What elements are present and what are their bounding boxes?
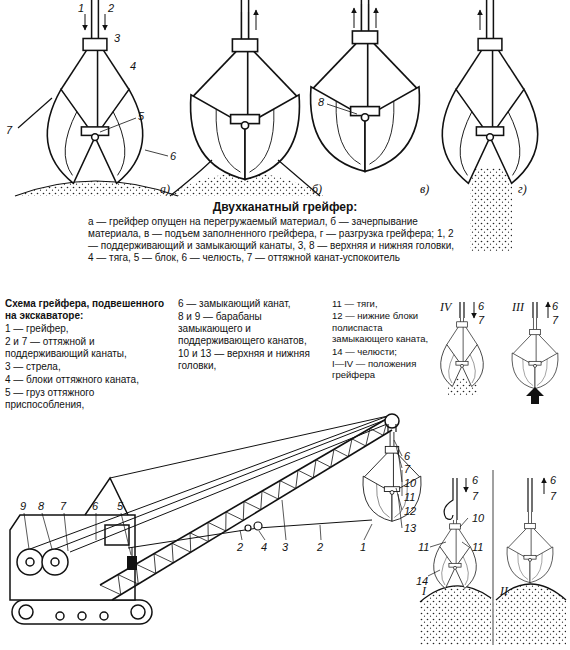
callout-number: 6 [404,450,410,462]
position-label: а) [160,182,170,197]
callout-number: 7 [6,124,12,136]
callout-number: 5 [117,500,123,512]
callout-number: 1 [360,541,366,553]
callout-number: 7 [552,314,558,326]
callout-number: 2 [237,541,243,553]
callout-number: 10 [404,477,416,489]
position-label: г) [518,182,527,197]
callout-number: 6 [92,500,98,512]
callout-number: 9 [20,500,26,512]
legend-item: 3 — стрела, [5,361,173,373]
legend-item: 14 — челюсти; [332,346,436,357]
callout-number: 7 [60,500,66,512]
legend-item: 2 и 7 — оттяжной и поддерживающий канаты… [5,336,173,360]
callout-number: 3 [114,32,120,44]
callout-number: 3 [282,541,288,553]
callout-number: 7 [478,314,484,326]
legend-item: 10 и 13 — верхняя и нижняя головки, [178,348,328,372]
callout-number: 4 [261,541,267,553]
callout-number: 11 [404,491,415,503]
callout-number: 11 [418,541,429,553]
callout-number: 7 [472,490,478,502]
callout-number: 5 [138,110,144,122]
callout-number: 2 [317,541,323,553]
position-label: в) [420,182,429,197]
legend-item: 5 — груз оттяжного приспособления, [5,387,173,411]
callout-number: 6 [170,150,176,162]
callout-number: 8 [318,96,324,108]
callout-number: 2 [108,2,114,14]
callout-number: 14 [416,575,428,587]
callout-number: 6 [478,300,484,312]
legend-item: 1 — грейфер, [5,323,173,335]
legend-item: 4 — блоки оттяжного каната, [5,374,173,386]
callout-number: 13 [404,522,416,534]
callout-number: 11 [472,541,483,553]
callout-number: 7 [404,463,410,475]
position-label: б) [312,182,322,197]
legend-column: 11 — тяги,12 — нижние блоки полиспаста з… [332,298,436,382]
legend-item: 11 — тяги, [332,298,436,309]
position-label: III [512,300,524,315]
legend-column: Схема грейфера, подвешенного на экскават… [5,298,173,412]
legend-item: 8 и 9 — барабаны замыкающего и поддержив… [178,311,328,347]
legend-item: I—IV — положения грейфера [332,358,436,381]
callout-number: 6 [472,474,478,486]
callout-number: 7 [550,490,556,502]
callout-number: 6 [552,300,558,312]
legend-item: 12 — нижние блоки полиспаста замыкающего… [332,310,436,344]
legend-column: 6 — замыкающий канат,8 и 9 — барабаны за… [178,298,328,373]
figure-caption: а — грейфер опущен на перегружаемый мате… [88,216,460,264]
callout-number: 1 [78,2,84,14]
legend-item: 6 — замыкающий канат, [178,298,328,310]
callout-number: 4 [130,60,136,72]
position-label: IV [440,300,451,315]
callout-number: 6 [550,474,556,486]
callout-number: 8 [38,500,44,512]
legend-item: Схема грейфера, подвешенного на экскават… [5,298,173,322]
callout-number: 12 [404,505,416,517]
callout-number: 10 [472,512,484,524]
figure-title: Двухканатный грейфер: [150,200,420,214]
position-label: II [500,584,508,599]
